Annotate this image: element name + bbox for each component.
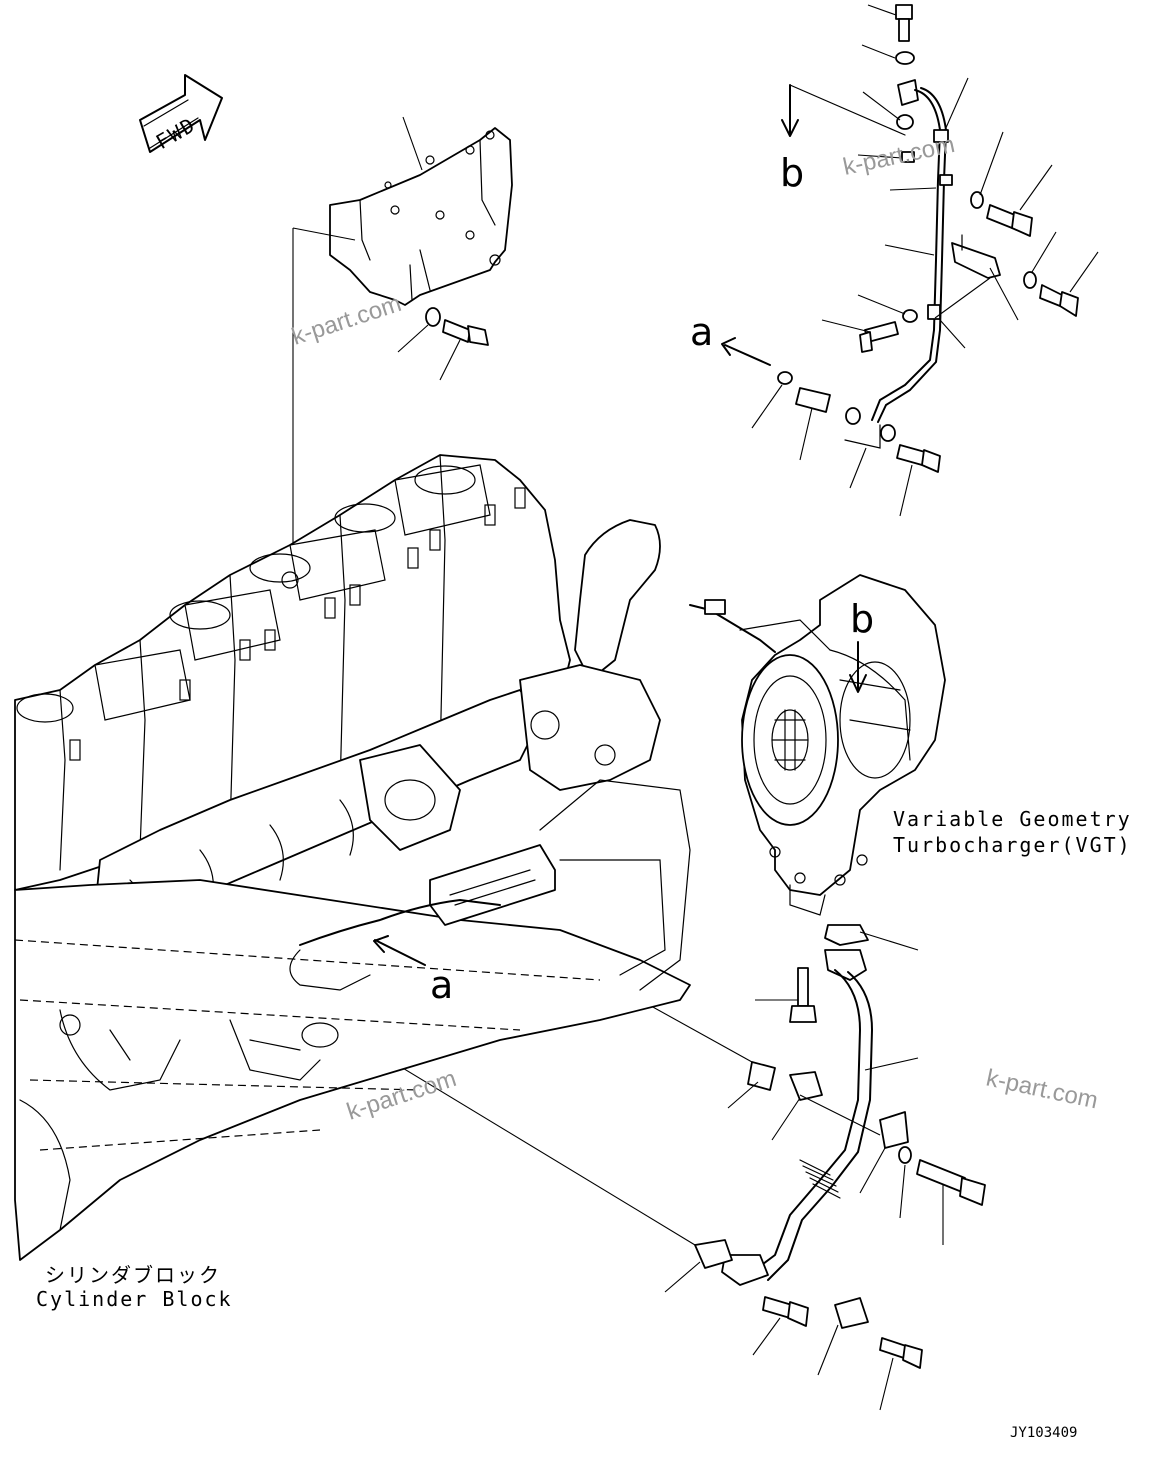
leader-line xyxy=(859,1147,886,1194)
bolt xyxy=(789,967,817,1023)
ref-a-block-arrow-icon xyxy=(373,935,426,966)
leader-line xyxy=(859,931,919,951)
gasket xyxy=(824,924,869,946)
clamp xyxy=(939,174,953,186)
leader-line xyxy=(727,1081,759,1109)
fwd-label: FWD xyxy=(152,112,200,154)
block-label-en: Cylinder Block xyxy=(36,1287,233,1311)
leader-line xyxy=(934,277,991,319)
watermark: k-part.com xyxy=(841,131,957,181)
bolt xyxy=(986,204,1033,237)
pipe-bellows xyxy=(799,1159,841,1199)
leader-line xyxy=(1019,164,1053,211)
washer xyxy=(425,307,441,327)
leader-line xyxy=(867,4,897,16)
clamp-bracket xyxy=(951,234,1001,279)
leader-line xyxy=(292,227,356,241)
leader-line xyxy=(861,44,896,59)
vgt-label-line1: Variable Geometry xyxy=(893,807,1132,831)
clamp xyxy=(789,1071,823,1101)
leader-line xyxy=(864,1057,919,1071)
gasket xyxy=(845,407,861,425)
block-harness xyxy=(299,899,501,946)
gasket xyxy=(896,114,914,130)
leader-line xyxy=(989,267,1019,321)
ref-a-block: a xyxy=(430,963,453,1007)
leader-line xyxy=(944,77,969,131)
leader-line xyxy=(817,1324,839,1376)
ref-a-top: a xyxy=(690,310,713,354)
leader-line xyxy=(857,154,903,159)
ref-b-arrow-icon xyxy=(781,84,799,137)
oil-feed-tube xyxy=(871,89,941,421)
bolt xyxy=(879,1337,923,1369)
cylinder-block xyxy=(14,454,691,1261)
washer xyxy=(895,51,915,65)
leader-line xyxy=(771,1097,801,1141)
washer xyxy=(970,191,984,209)
leader-line xyxy=(752,1317,781,1356)
connector-sleeve xyxy=(747,1061,776,1091)
leader-line xyxy=(402,116,423,171)
connector xyxy=(901,151,915,163)
ref-b-vgt: b xyxy=(850,597,874,641)
leader-line xyxy=(751,384,783,429)
gasket xyxy=(880,424,896,442)
bolt xyxy=(896,444,941,473)
block-label-jp: シリンダブロック xyxy=(45,1263,221,1287)
leader-line xyxy=(879,1357,894,1411)
bolt xyxy=(895,4,913,42)
turbocharger-vgt xyxy=(741,574,946,916)
bolt xyxy=(859,321,899,353)
drawing-code: JY103409 xyxy=(1010,1425,1077,1441)
pipe-flange xyxy=(824,949,867,981)
leader-line xyxy=(439,339,461,381)
pipe-flange xyxy=(721,1254,769,1286)
heat-shield-plate xyxy=(329,127,513,306)
leader-line xyxy=(849,447,867,489)
washer xyxy=(1023,271,1037,289)
eye-joint xyxy=(897,79,919,106)
watermark: k-part.com xyxy=(984,1064,1100,1114)
washer xyxy=(902,309,918,323)
vgt-harness xyxy=(689,604,776,653)
leader-line xyxy=(1031,231,1057,273)
oil-drain-pipe xyxy=(754,969,861,1271)
gasket xyxy=(694,1239,733,1269)
clamp-bracket xyxy=(834,1297,869,1329)
leader-line xyxy=(899,464,913,517)
leader-line xyxy=(939,319,966,349)
ref-a-arrow-icon xyxy=(721,337,771,366)
leader-line xyxy=(397,324,429,353)
vgt-label-line2: Turbocharger(VGT) xyxy=(893,833,1132,857)
leader-line xyxy=(979,131,1004,196)
leader-line xyxy=(857,294,906,315)
washer xyxy=(898,1146,912,1164)
leader-line xyxy=(664,1261,701,1293)
leader-line xyxy=(799,1094,881,1136)
leader-line xyxy=(889,187,937,191)
leader-line xyxy=(1069,251,1099,293)
bolt xyxy=(762,1296,809,1327)
harness-connector xyxy=(704,599,726,615)
bolt xyxy=(1039,284,1079,317)
clamp xyxy=(927,304,941,320)
leader-line xyxy=(884,244,935,256)
bolt xyxy=(442,319,489,346)
bolt xyxy=(916,1159,986,1206)
clamp-bracket xyxy=(879,1111,909,1149)
leader-line xyxy=(799,407,813,461)
ref-b-top: b xyxy=(780,151,804,195)
clamp xyxy=(933,129,949,143)
ref-b-vgt-arrow-icon xyxy=(849,641,867,693)
watermark: k-part.com xyxy=(289,290,405,351)
connector-sleeve xyxy=(795,387,831,413)
leader-line xyxy=(821,319,871,333)
leader-line xyxy=(899,1164,906,1219)
washer xyxy=(777,371,793,385)
fwd-arrow-icon: FWD xyxy=(139,74,223,154)
leader-line xyxy=(862,91,901,121)
